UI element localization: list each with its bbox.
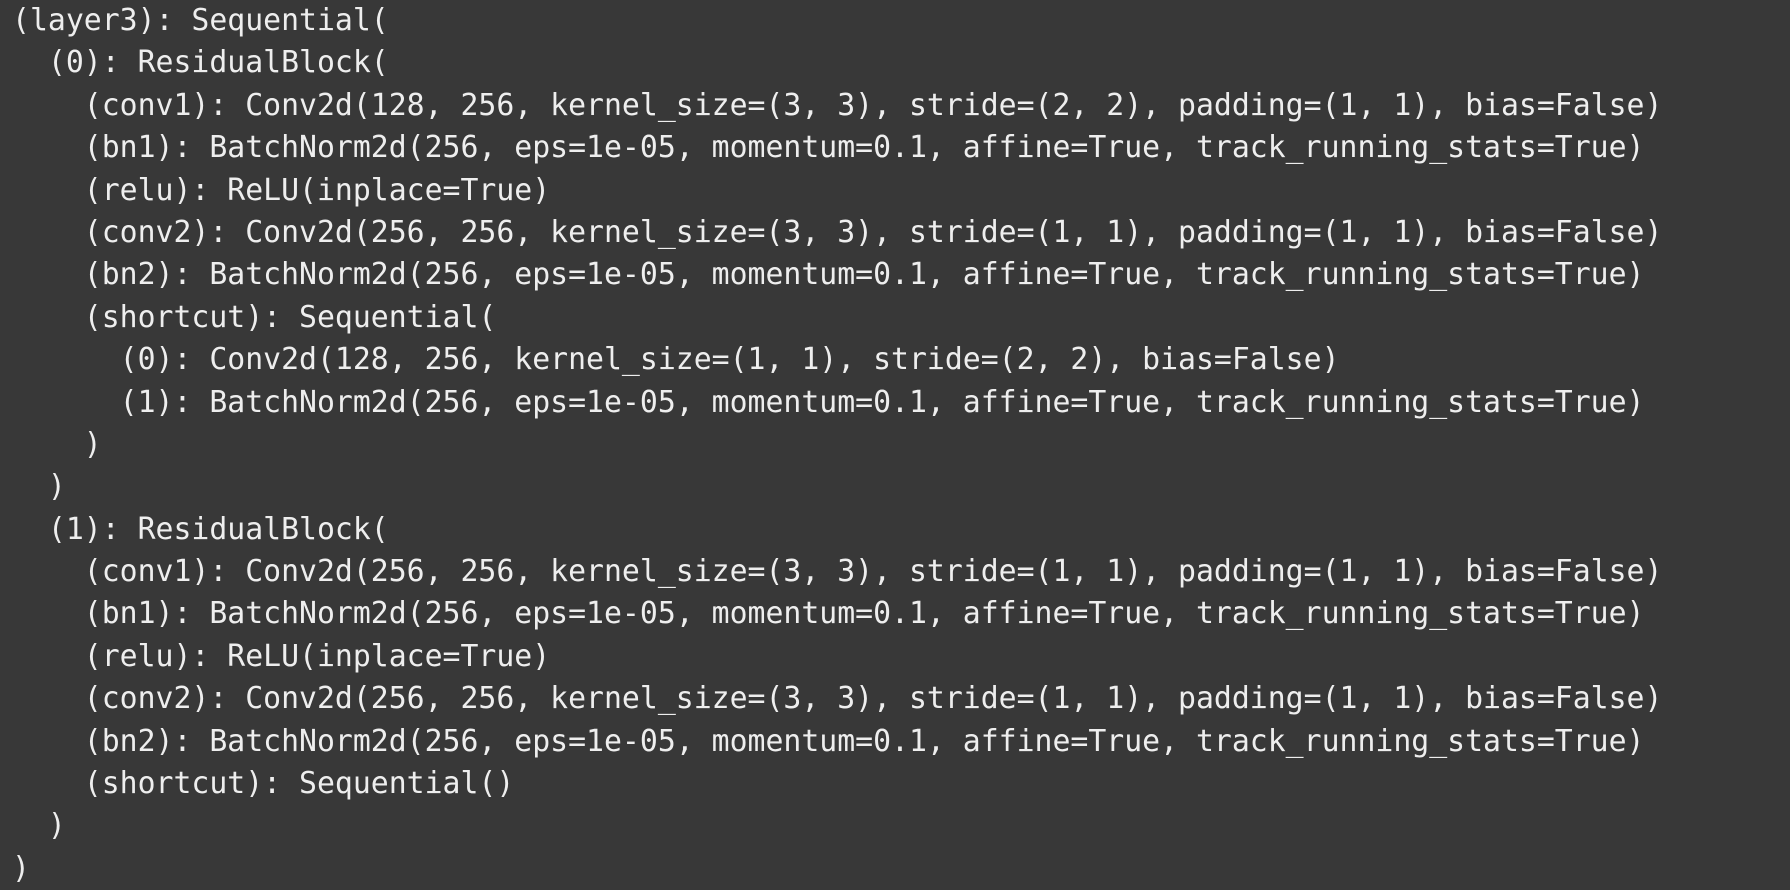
- code-line: (shortcut): Sequential(: [12, 299, 497, 335]
- code-line: (1): ResidualBlock(: [12, 511, 389, 547]
- code-line: (bn1): BatchNorm2d(256, eps=1e-05, momen…: [12, 596, 1645, 632]
- code-line: (0): ResidualBlock(: [12, 45, 389, 81]
- code-line: (relu): ReLU(inplace=True): [12, 172, 551, 208]
- code-line: ): [12, 469, 66, 505]
- code-line: ): [12, 426, 102, 462]
- code-line: (bn1): BatchNorm2d(256, eps=1e-05, momen…: [12, 130, 1645, 166]
- code-line: (conv2): Conv2d(256, 256, kernel_size=(3…: [12, 681, 1663, 717]
- code-line: ): [12, 850, 30, 886]
- code-line: (conv2): Conv2d(256, 256, kernel_size=(3…: [12, 214, 1663, 250]
- code-line: (conv1): Conv2d(256, 256, kernel_size=(3…: [12, 554, 1663, 590]
- code-line: (1): BatchNorm2d(256, eps=1e-05, momentu…: [12, 384, 1645, 420]
- code-line: (bn2): BatchNorm2d(256, eps=1e-05, momen…: [12, 257, 1645, 293]
- code-line: (layer3): Sequential(: [12, 3, 389, 38]
- code-line: (conv1): Conv2d(128, 256, kernel_size=(3…: [12, 87, 1663, 123]
- code-line: (relu): ReLU(inplace=True): [12, 638, 551, 674]
- code-line: ): [12, 808, 66, 844]
- code-line: (bn2): BatchNorm2d(256, eps=1e-05, momen…: [12, 723, 1645, 759]
- code-line: (shortcut): Sequential(): [12, 766, 515, 802]
- code-line: (0): Conv2d(128, 256, kernel_size=(1, 1)…: [12, 342, 1340, 378]
